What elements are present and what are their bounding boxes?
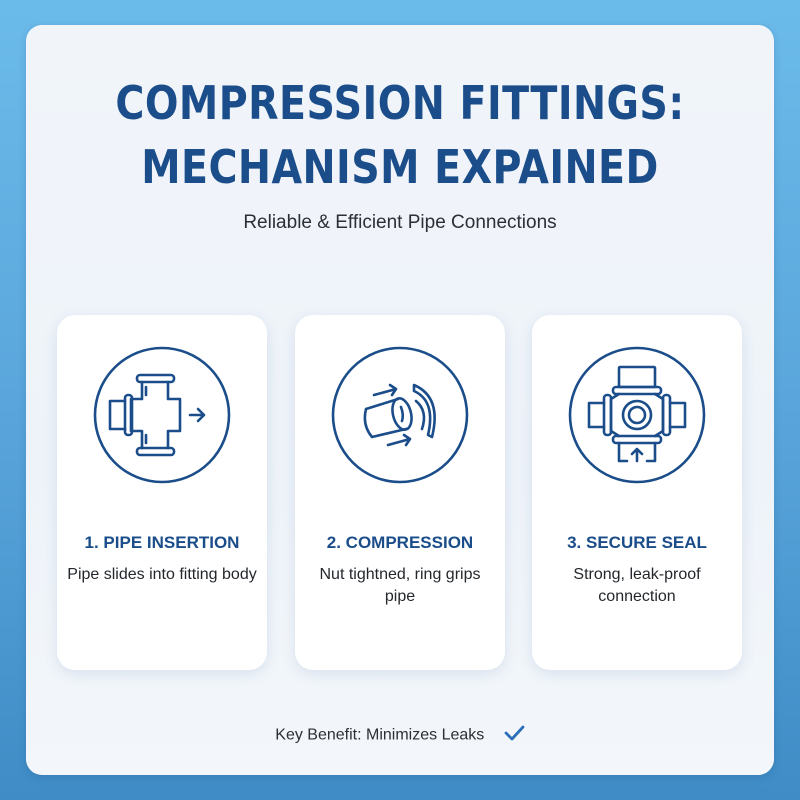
step-title: 2. COMPRESSION — [326, 533, 474, 552]
step-card-secure-seal: 3. SECURE SEAL Strong, leak-proof connec… — [532, 315, 742, 670]
step-description: Pipe slides into fitting body — [67, 566, 257, 583]
key-benefit: Key Benefit: Minimizes Leaks — [0, 724, 800, 747]
tee-fitting-insertion-icon — [92, 345, 232, 485]
key-benefit-text: Key Benefit: Minimizes Leaks — [275, 726, 485, 744]
page-title-line-2: MECHANISM EXPAINED — [141, 140, 659, 194]
step-title: 1. PIPE INSERTION — [84, 533, 240, 552]
page-subtitle: Reliable & Efficient Pipe Connections — [243, 212, 557, 233]
step-card-pipe-insertion: 1. PIPE INSERTION Pipe slides into fitti… — [57, 315, 267, 670]
step-card-compression: 2. COMPRESSION Nut tightned, ring grips … — [295, 315, 505, 670]
compression-ring-icon — [330, 345, 470, 485]
step-description: Strong, leak-proof connection — [573, 566, 701, 605]
page-title-line-1: COMPRESSION FITTINGS: — [115, 76, 685, 130]
cross-fitting-seal-icon — [567, 345, 707, 485]
step-title: 3. SECURE SEAL — [567, 533, 707, 552]
step-description: Nut tightned, ring grips pipe — [319, 566, 481, 605]
checkmark-icon — [503, 724, 525, 747]
